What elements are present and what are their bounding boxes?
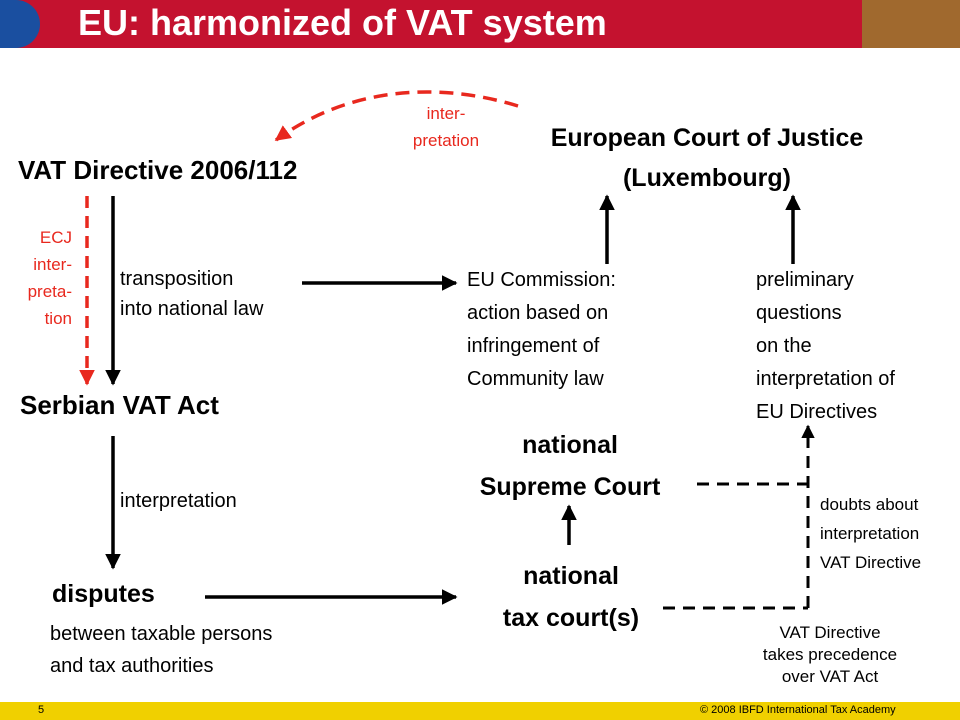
header-bar (0, 0, 960, 48)
slide-title: EU: harmonized of VAT system (78, 2, 607, 43)
commission-text: EU Commission: action based on infringem… (467, 264, 616, 396)
ecj-interp-side-label: ECJ inter- preta- tion (14, 224, 72, 332)
ecj-interp-line2: inter- (33, 255, 72, 274)
transposition-line2: into national law (120, 298, 264, 320)
header-blue-tab (0, 0, 40, 48)
doubts-line3: VAT Directive (820, 553, 922, 572)
preliminary-line1: preliminary (756, 269, 854, 291)
precedence-line3: over VAT Act (781, 667, 879, 686)
tax-court-node: national tax court(s) (460, 555, 682, 639)
transposition-line1: transposition (120, 268, 234, 290)
interpretation-top-line1: inter- (426, 104, 466, 123)
ecj-interpretation-curve-arrow (274, 90, 519, 142)
header-tan-block (862, 0, 960, 48)
footer-bar (0, 702, 960, 720)
vat-directive-node: VAT Directive 2006/112 (18, 155, 298, 185)
ecj-node: European Court of Justice (Luxembourg) (490, 118, 924, 198)
ecj-title: European Court of Justice (550, 124, 864, 152)
preliminary-questions-text: preliminary questions on the interpretat… (756, 264, 895, 429)
supreme-court-node: national Supreme Court (440, 424, 700, 508)
disputes-line1: between taxable persons (50, 623, 273, 645)
taxcourt-line2: tax court(s) (502, 604, 640, 632)
serbian-vat-act-node: Serbian VAT Act (20, 390, 219, 420)
preliminary-line3: on the (756, 335, 812, 357)
precedence-line1: VAT Directive (779, 623, 881, 642)
transposition-label: transposition into national law (120, 264, 263, 324)
copyright-text: © 2008 IBFD International Tax Academy (700, 704, 896, 716)
doubts-label: doubts about interpretation VAT Directiv… (820, 490, 921, 577)
ecj-interpretation-label: inter- pretation (398, 100, 494, 154)
doubts-line1: doubts about (820, 495, 919, 514)
ecj-interp-line1: ECJ (39, 228, 72, 247)
page-number: 5 (38, 704, 45, 716)
commission-line2: action based on (467, 302, 609, 324)
taxcourt-line1: national (523, 562, 619, 590)
interpretation-top-line2: pretation (412, 131, 480, 150)
disputes-line2: and tax authorities (50, 655, 214, 677)
supreme-line2: Supreme Court (479, 473, 661, 501)
ecj-interp-line4: tion (44, 309, 72, 328)
commission-line1: EU Commission: (467, 269, 616, 291)
precedence-line2: takes precedence (762, 645, 898, 664)
disputes-title: disputes (52, 580, 155, 608)
supreme-line1: national (522, 431, 618, 459)
precedence-label: VAT Directive takes precedence over VAT … (730, 622, 930, 688)
preliminary-line4: interpretation of (756, 368, 895, 390)
ecj-interp-line3: preta- (27, 282, 72, 301)
disputes-description: between taxable persons and tax authorit… (50, 618, 272, 682)
doubts-line2: interpretation (820, 524, 920, 543)
preliminary-line2: questions (756, 302, 842, 324)
ecj-location: (Luxembourg) (622, 164, 792, 192)
commission-line4: Community law (467, 368, 604, 390)
preliminary-line5: EU Directives (756, 401, 878, 423)
interpretation-label: interpretation (120, 490, 237, 512)
commission-line3: infringement of (467, 335, 600, 357)
